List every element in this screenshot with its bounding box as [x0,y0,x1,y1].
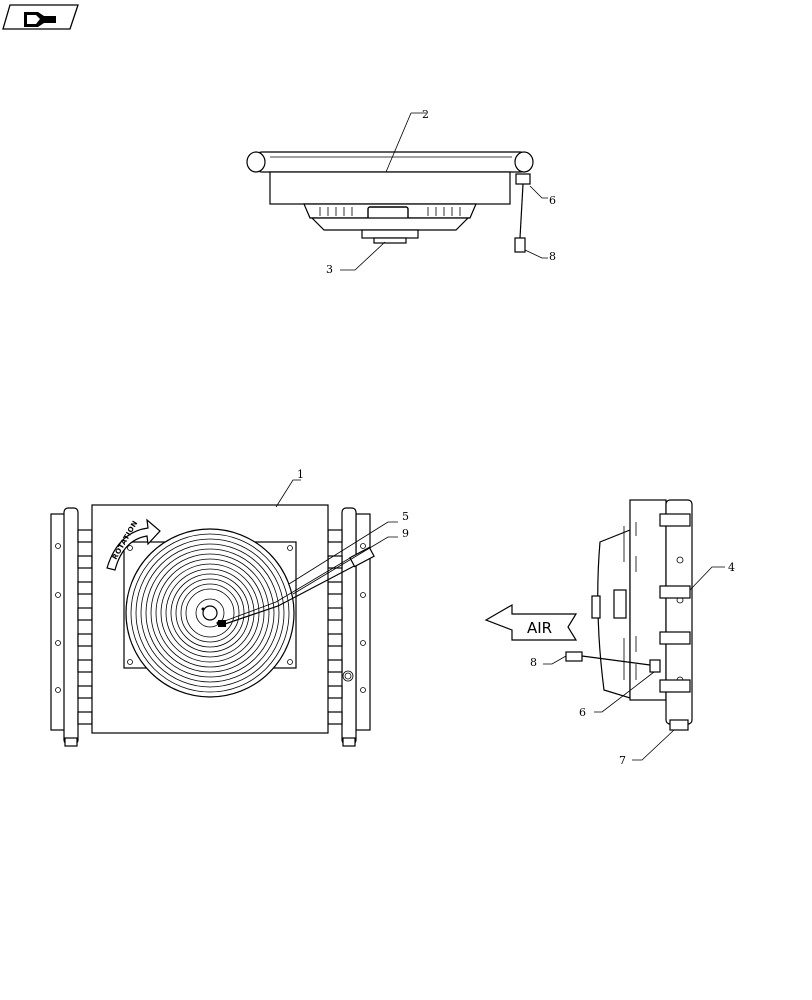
leader-6-side [594,671,655,713]
leader-8-top [524,249,548,259]
core-slats-right [327,529,343,725]
right-tank-cap [514,151,534,173]
callout-7: 7 [619,754,626,767]
top-view: 2 3 6 8 [246,108,556,276]
leader-1 [275,479,301,508]
callout-6-top: 6 [549,194,556,207]
fan-guard [125,528,295,698]
callout-8-top: 8 [549,250,556,263]
core-slats-left [77,529,93,725]
harness-connector [349,546,375,568]
callout-3: 3 [326,263,333,276]
callout-6-side: 6 [579,706,586,719]
sensor-body [515,173,531,185]
front-view: ROTATION 1 5 9 [50,468,409,747]
rotation-arrow-icon [106,518,161,571]
back-navigation-icon[interactable] [2,4,79,30]
right-bracket [355,513,371,731]
side-view: AIR [484,499,735,767]
callout-1: 1 [297,468,304,481]
side-wire-connector [565,651,583,662]
air-flow-arrow-icon [484,603,578,641]
callout-8-side: 8 [530,656,537,669]
air-label: AIR [527,619,552,637]
leader-9 [292,536,398,595]
fan-terminal [218,620,226,627]
housing-fins [623,522,637,680]
leader-4 [689,566,725,591]
fan-hub [361,229,419,239]
leader-2 [385,112,426,173]
callout-9: 9 [402,527,409,540]
callout-4: 4 [728,561,735,574]
leader-3 [340,241,386,271]
mount-clamps [659,513,691,693]
callout-2: 2 [422,108,429,121]
fan-blade-profile [310,217,470,231]
fan-motor [373,237,407,244]
radiator-housing [269,171,511,205]
shroud-ribs [319,207,461,216]
leader-7 [632,729,675,761]
leader-6-top [529,185,548,199]
left-bracket [50,513,66,731]
leader-5 [288,521,398,585]
left-tank-cap [246,151,266,173]
radiator-top-tube [255,151,527,173]
wire-harness-9 [221,557,351,623]
wire-harness-5 [221,563,359,626]
wire-connector [514,237,526,253]
side-sensor-wire [581,655,651,666]
leader-8-side [543,655,567,665]
callout-5: 5 [402,510,409,523]
side-sensor [649,659,661,673]
sensor-wire [519,183,524,239]
left-tank [63,507,79,745]
